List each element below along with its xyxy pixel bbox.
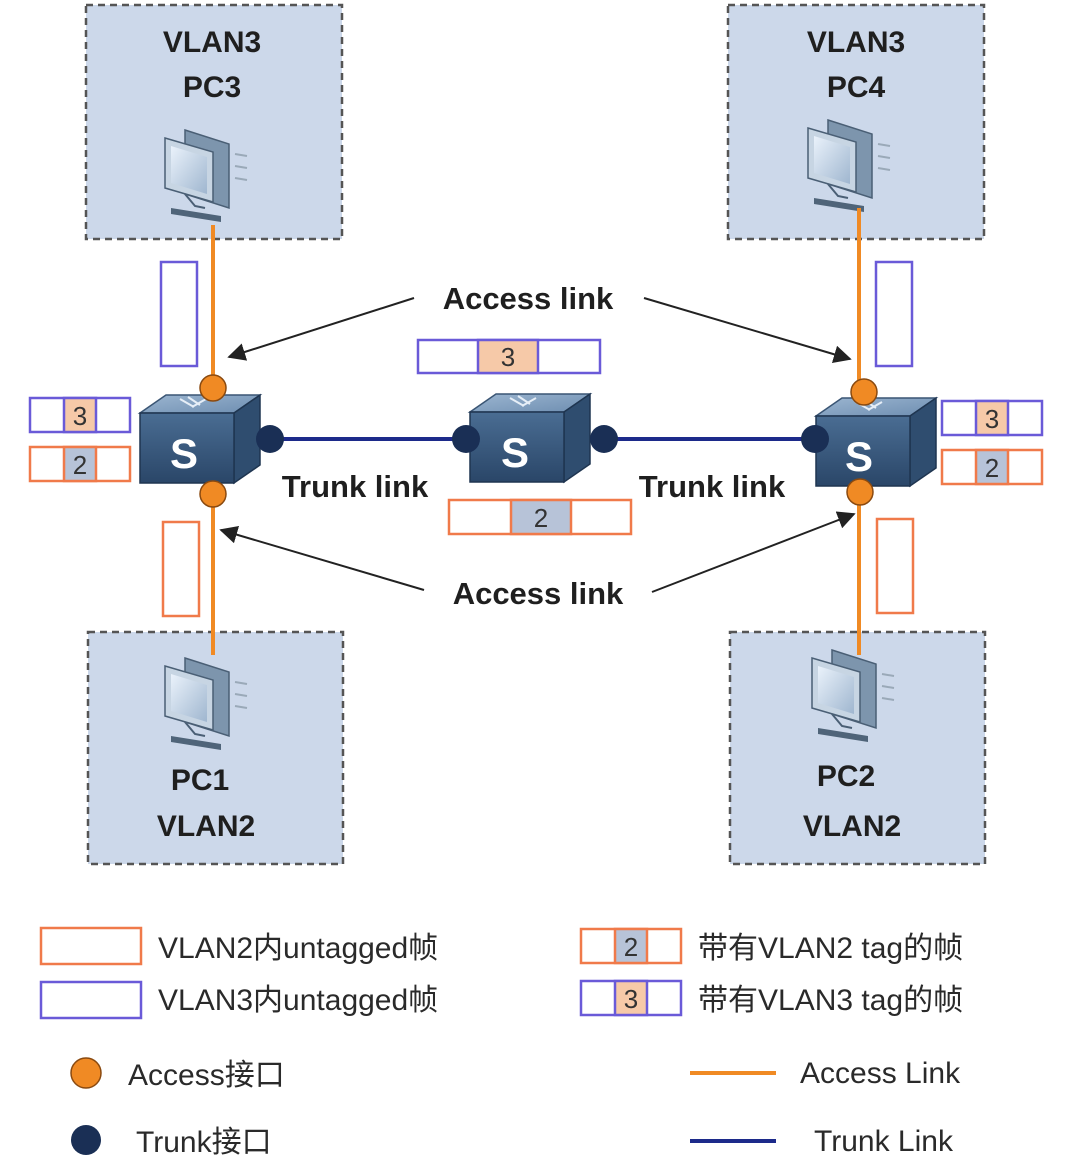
access-port-left-top: [199, 374, 227, 402]
legend-access-port-label: Access接口: [128, 1059, 285, 1092]
legend-trunk-port-dot: [71, 1125, 101, 1155]
frame-vlan2-tagged-right: 2: [940, 448, 1044, 486]
arrow-access-bottom-left: [219, 525, 425, 591]
arrow-access-bottom-right: [651, 511, 856, 593]
switch-left: S: [139, 394, 261, 484]
pc3-name-label: PC3: [183, 71, 241, 104]
pc1-group: PC1 VLAN2: [86, 630, 345, 866]
legend-vlan2-tagged-label: 带有VLAN2 tag的帧: [698, 932, 963, 965]
pc3-vlan-label: VLAN3: [163, 26, 261, 59]
arrow-access-top-left: [227, 297, 415, 361]
frame-vlan3-tagged-center: 3: [416, 338, 602, 375]
switch-center: S: [469, 393, 591, 483]
trunk-port-left: [256, 425, 284, 453]
pc4-vlan-label: VLAN3: [807, 26, 905, 59]
frame-vlan2-untagged-left: [161, 520, 201, 618]
trunk-port-right: [801, 425, 829, 453]
switch-right-glyph: S: [845, 433, 873, 480]
access-link-label-bottom: Access link: [453, 576, 624, 611]
pc1-name-label: PC1: [171, 764, 229, 797]
pc1-vlan-label: VLAN2: [157, 810, 255, 843]
pc4-name-label: PC4: [827, 71, 886, 104]
switch-center-icon: [469, 393, 591, 483]
trunk-link-label-left: Trunk link: [282, 469, 429, 504]
legend-vlan3-untagged-swatch: [39, 980, 143, 1020]
legend-access-port-dot: [70, 1057, 102, 1089]
pc2-vlan-label: VLAN2: [803, 810, 901, 843]
access-port-right-bottom: [846, 478, 874, 506]
legend-vlan3-untagged-label: VLAN3内untagged帧: [158, 984, 438, 1017]
legend-vlan2-untagged-swatch: [39, 926, 143, 966]
tag-number: 2: [985, 453, 999, 483]
trunk-port-center-right: [590, 425, 618, 453]
pc4-box: [726, 3, 986, 241]
switch-center-glyph: S: [501, 429, 529, 476]
tag-number: 3: [73, 401, 87, 431]
frame-vlan3-tagged-left: 3: [28, 396, 132, 434]
legend-vlan2-untagged-label: VLAN2内untagged帧: [158, 932, 438, 965]
frame-vlan2-untagged-right: [875, 517, 915, 615]
legend-vlan3-tagged-swatch: 3: [579, 979, 683, 1017]
tag-number: 3: [501, 342, 515, 372]
legend-vlan2-tagged-swatch: 2: [579, 927, 683, 965]
pc3-group: VLAN3 PC3: [84, 3, 344, 241]
access-port-left-bottom: [199, 480, 227, 508]
frame-vlan3-tagged-right: 3: [940, 399, 1044, 437]
frame-vlan3-untagged-right: [874, 260, 914, 368]
frame-vlan3-untagged-left: [159, 260, 199, 368]
switch-left-glyph: S: [170, 430, 198, 477]
tag-number: 2: [534, 503, 548, 533]
tag-number: 2: [624, 932, 638, 962]
switch-left-icon: [139, 394, 261, 484]
frame-vlan2-tagged-left: 2: [28, 445, 132, 483]
pc2-group: PC2 VLAN2: [728, 630, 987, 866]
pc4-group: VLAN3 PC4: [726, 3, 986, 241]
tag-number: 3: [624, 984, 638, 1014]
legend-trunk-port-label: Trunk接口: [136, 1126, 272, 1159]
access-port-right-top: [850, 378, 878, 406]
legend-access-line-label: Access Link: [800, 1057, 961, 1090]
tag-number: 2: [73, 450, 87, 480]
switch-right: S: [815, 397, 937, 487]
legend-trunk-line-label: Trunk Link: [814, 1125, 954, 1158]
tag-number: 3: [985, 404, 999, 434]
pc2-name-label: PC2: [817, 760, 875, 793]
frame-vlan2-tagged-center: 2: [447, 498, 633, 536]
switch-right-icon: [815, 397, 937, 487]
arrow-access-top-right: [643, 297, 852, 364]
access-link-label-top: Access link: [443, 281, 614, 316]
trunk-port-center-left: [452, 425, 480, 453]
trunk-link-label-right: Trunk link: [639, 469, 786, 504]
legend: VLAN2内untagged帧 VLAN3内untagged帧 2 带有VLAN…: [39, 926, 963, 1159]
legend-vlan3-tagged-label: 带有VLAN3 tag的帧: [698, 984, 963, 1017]
